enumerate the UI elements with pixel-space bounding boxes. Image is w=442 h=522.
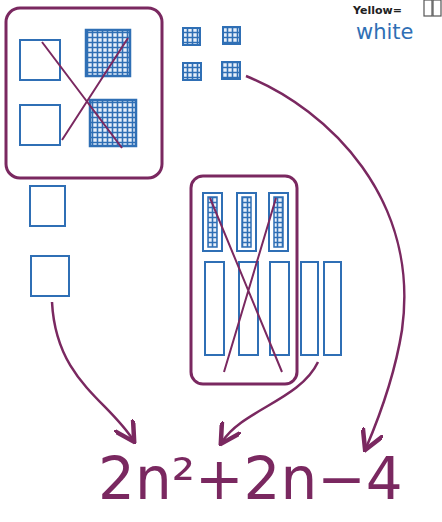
white-square-tile bbox=[30, 186, 65, 226]
leader-arrow bbox=[52, 302, 133, 440]
bar-shading bbox=[274, 197, 283, 247]
white-bar-tile bbox=[270, 262, 289, 355]
shaded-square-tile bbox=[90, 100, 136, 146]
legend-note: Yellow= bbox=[353, 5, 402, 16]
white-square-tile bbox=[20, 40, 60, 80]
tile-icon bbox=[424, 0, 432, 16]
shaded-bar-tile bbox=[237, 193, 256, 251]
cancel-cross bbox=[42, 38, 128, 148]
shaded-bar-tile bbox=[269, 193, 288, 251]
cancel-cross bbox=[210, 198, 282, 372]
white-bar-tile bbox=[324, 262, 341, 355]
unit-tile bbox=[183, 28, 200, 45]
leader-arrow bbox=[222, 362, 318, 442]
bar-shading bbox=[242, 197, 251, 247]
zero-pair-group bbox=[6, 8, 162, 178]
leader-arrow bbox=[246, 76, 404, 448]
zero-pair-group bbox=[191, 176, 297, 384]
tile-icon bbox=[433, 0, 441, 16]
legend-note: white bbox=[356, 22, 413, 43]
unit-tile bbox=[183, 63, 201, 80]
expression: 2n²+2n−4 bbox=[98, 450, 403, 508]
white-bar-tile bbox=[205, 262, 224, 355]
white-bar-tile bbox=[301, 262, 318, 355]
white-square-tile bbox=[31, 256, 69, 296]
unit-tile bbox=[222, 62, 240, 79]
unit-tile bbox=[223, 27, 240, 44]
white-square-tile bbox=[20, 105, 60, 145]
